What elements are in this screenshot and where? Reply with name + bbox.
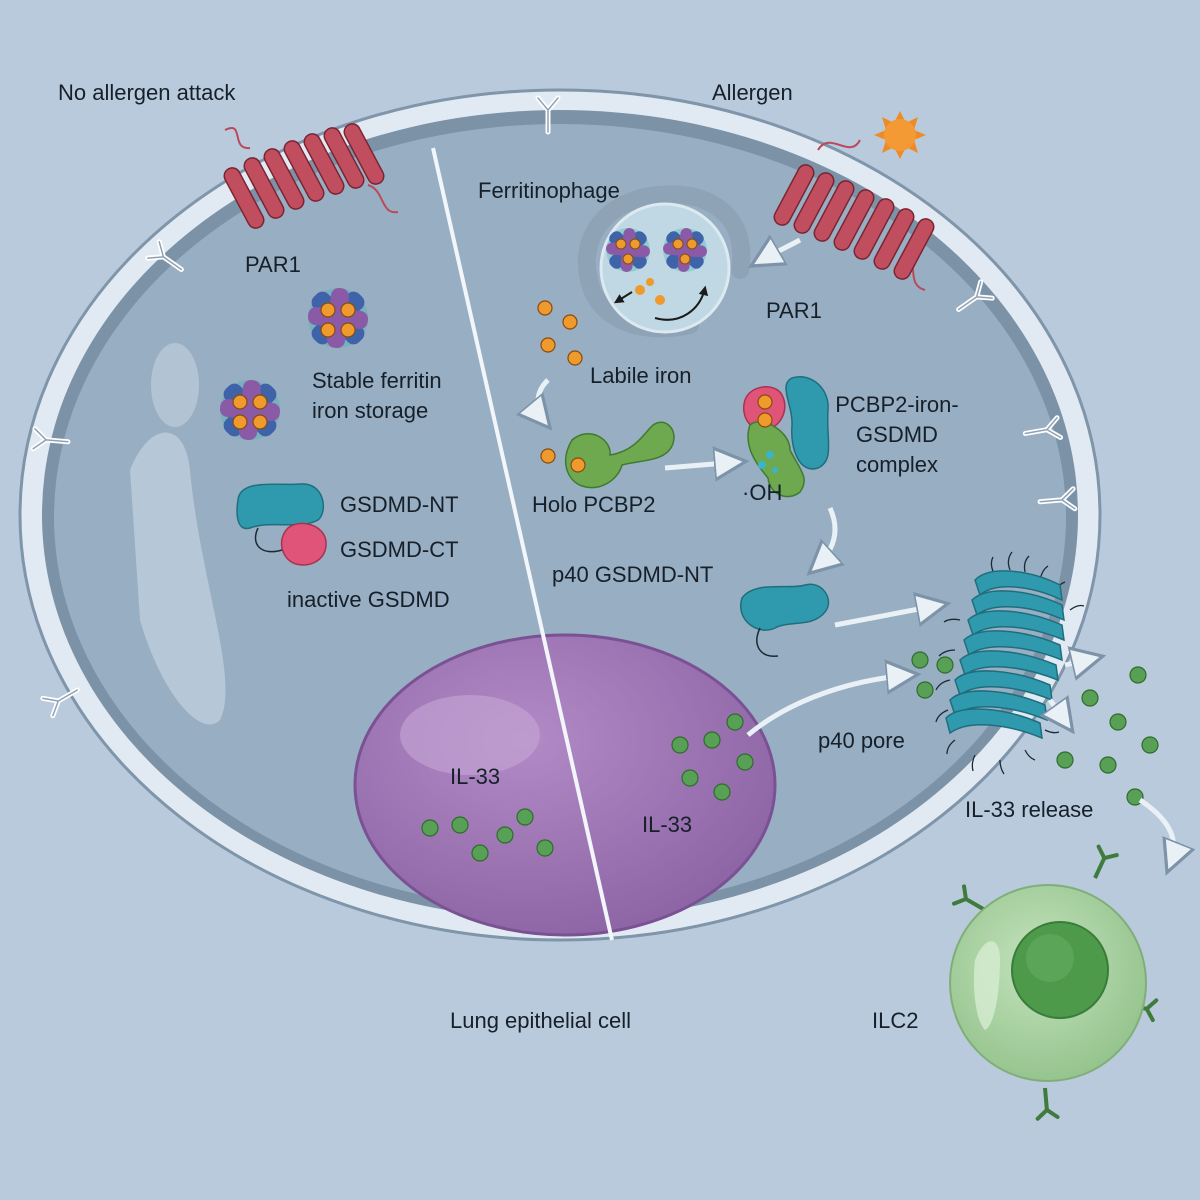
- label-il33-left: IL-33: [450, 764, 500, 789]
- allergen-icon: [874, 111, 926, 159]
- label-allergen: Allergen: [712, 80, 793, 105]
- label-holo-pcbp2: Holo PCBP2: [532, 492, 656, 517]
- arrow-pcbp2-to-complex: [664, 462, 738, 468]
- label-lung-epithelial-cell: Lung epithelial cell: [450, 1008, 631, 1033]
- label-pcbp2-complex-2: GSDMD: [856, 422, 938, 447]
- cell-highlight-small: [151, 343, 199, 427]
- label-il33-release: IL-33 release: [965, 797, 1093, 822]
- label-inactive-gsdmd: inactive GSDMD: [287, 587, 450, 612]
- label-p40-pore: p40 pore: [818, 728, 905, 753]
- ilc2-cell-icon: [949, 844, 1159, 1121]
- il33-particles-pore: [911, 651, 954, 699]
- ferritin-icon: [306, 286, 370, 350]
- ferritinophage-icon: [577, 185, 751, 338]
- label-ilc2: ILC2: [872, 1008, 918, 1033]
- il33-particles-left: [421, 808, 554, 862]
- label-pcbp2-complex-1: PCBP2-iron-: [835, 392, 958, 417]
- label-labile-iron: Labile iron: [590, 363, 692, 388]
- label-no-allergen: No allergen attack: [58, 80, 236, 105]
- par1-receptor-icon: [773, 139, 935, 291]
- cell-highlight: [130, 432, 226, 725]
- nucleus-highlight: [400, 695, 540, 775]
- arrow-p40-to-pore: [834, 605, 940, 625]
- il33-particles-right: [671, 713, 754, 801]
- p40-pore-icon: [935, 551, 1085, 775]
- ferritin-icon: [218, 378, 282, 442]
- arrow-release-to-ilc2: [1138, 797, 1174, 865]
- pcbp2-iron-gsdmd-complex-icon: [743, 376, 830, 498]
- arrow-par1-to-ferritinophage: [758, 240, 802, 262]
- label-gsdmd-ct: GSDMD-CT: [340, 537, 459, 562]
- label-oh-radical: ·OH: [742, 480, 782, 505]
- holo-pcbp2-icon: [540, 421, 675, 489]
- arrow-complex-to-p40: [815, 506, 835, 568]
- label-par1-left: PAR1: [245, 252, 301, 277]
- divider-line: [431, 147, 614, 941]
- arrow-nucleus-to-pore: [746, 675, 910, 737]
- label-stable-ferritin-1: Stable ferritin: [312, 368, 442, 393]
- label-il33-right: IL-33: [642, 812, 692, 837]
- label-p40-gsdmd-nt: p40 GSDMD-NT: [552, 562, 713, 587]
- label-pcbp2-complex-3: complex: [856, 452, 938, 477]
- label-par1-right: PAR1: [766, 298, 822, 323]
- cytoplasm: [54, 124, 1066, 910]
- labile-iron-icon: [537, 300, 583, 366]
- p40-gsdmd-nt-icon: [739, 583, 830, 657]
- label-gsdmd-nt: GSDMD-NT: [340, 492, 459, 517]
- arrow-iron-to-pcbp2: [538, 378, 548, 422]
- inactive-gsdmd-icon: [236, 483, 327, 566]
- arrow-release-1: [1064, 658, 1095, 665]
- label-stable-ferritin-2: iron storage: [312, 398, 428, 423]
- il33-particles-released: [1056, 666, 1159, 806]
- nucleus: [353, 633, 777, 937]
- arrow-release-2: [1050, 700, 1068, 725]
- label-ferritinophage: Ferritinophage: [478, 178, 620, 203]
- par1-receptor-icon: [223, 123, 399, 229]
